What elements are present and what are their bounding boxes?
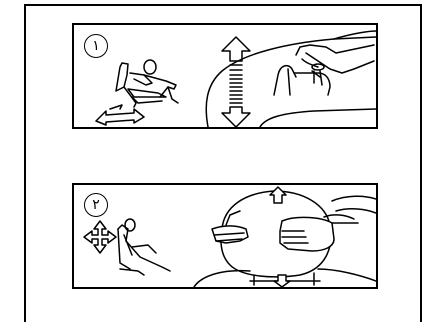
frame-left-rule bbox=[24, 4, 26, 322]
hand-adjusting-headrest-icon bbox=[274, 45, 374, 95]
seated-person-icon bbox=[116, 60, 178, 107]
four-way-arrows-icon bbox=[84, 221, 116, 253]
step-1-illustration bbox=[74, 25, 376, 127]
step-2-illustration bbox=[74, 185, 376, 287]
up-arrow-icon bbox=[270, 187, 286, 203]
step-2-number-badge: ٢ bbox=[84, 193, 108, 217]
seat-slide-arrows-icon bbox=[96, 105, 144, 125]
step-2-illustration-panel: ٢ bbox=[72, 183, 378, 289]
reclined-person-icon bbox=[118, 219, 170, 275]
left-hand-icon bbox=[212, 211, 248, 243]
right-hand-icon bbox=[280, 215, 358, 251]
frame-right-rule bbox=[420, 4, 422, 322]
step-1-number-badge: ١ bbox=[84, 34, 108, 58]
frame-top-rule bbox=[24, 4, 422, 6]
height-adjust-arrows-icon bbox=[222, 37, 250, 127]
step-1-illustration-panel: ١ bbox=[72, 23, 378, 129]
